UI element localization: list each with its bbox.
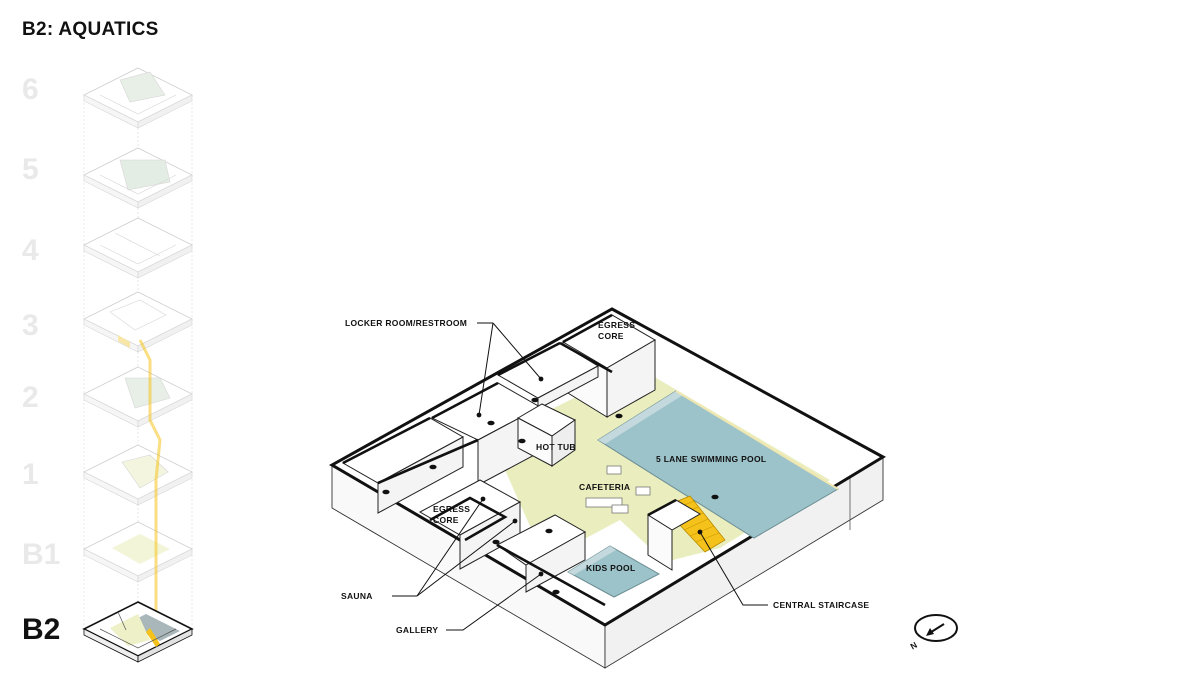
floor-stack <box>82 67 194 663</box>
floor-thumb-1[interactable] <box>83 444 193 506</box>
callout-sauna: SAUNA <box>341 496 518 601</box>
circulation-line <box>138 339 162 630</box>
floor-label-b1[interactable]: B1 <box>22 538 61 571</box>
callout-gallery-text: GALLERY <box>396 625 438 635</box>
label-egress-core-top-1: EGRESS <box>598 320 635 330</box>
floor-label-b2[interactable]: B2 <box>22 613 61 646</box>
floor-label-1[interactable]: 1 <box>22 458 39 491</box>
axonometric-plan <box>328 307 887 669</box>
label-egress-core-left-1: EGRESS <box>433 504 470 514</box>
label-egress-core-left-2: CORE <box>433 515 459 525</box>
label-cafeteria: CAFETERIA <box>579 482 630 492</box>
callout-locker-room-text: LOCKER ROOM/RESTROOM <box>345 318 467 328</box>
compass-north-label: N <box>909 640 920 652</box>
floor-label-6[interactable]: 6 <box>22 73 39 106</box>
callout-sauna-text: SAUNA <box>341 591 373 601</box>
floor-thumb-5[interactable] <box>83 147 193 209</box>
kids-pool[interactable] <box>567 545 661 598</box>
floor-thumb-2[interactable] <box>83 366 193 428</box>
north-compass-icon: N <box>909 614 958 652</box>
label-kids-pool: KIDS POOL <box>586 563 635 573</box>
callout-central-staircase: CENTRAL STAIRCASE <box>697 529 869 610</box>
cafeteria-furniture <box>585 465 651 514</box>
floor-thumb-3[interactable] <box>83 291 193 353</box>
label-swimming-pool: 5 LANE SWIMMING POOL <box>656 454 766 464</box>
floor-label-2[interactable]: 2 <box>22 381 39 414</box>
swimming-pool[interactable] <box>597 390 839 539</box>
floor-label-4[interactable]: 4 <box>22 234 39 267</box>
floor-thumb-b2[interactable] <box>82 601 194 663</box>
label-hot-tub: HOT TUB <box>536 442 576 452</box>
floor-label-5[interactable]: 5 <box>22 153 39 186</box>
callout-locker-room: LOCKER ROOM/RESTROOM <box>345 318 544 418</box>
floor-label-3[interactable]: 3 <box>22 309 39 342</box>
page-title: B2: AQUATICS <box>22 19 159 40</box>
label-egress-core-top-2: CORE <box>598 331 624 341</box>
floor-thumb-b1[interactable] <box>83 521 193 583</box>
callout-gallery: GALLERY <box>396 571 544 635</box>
floor-thumb-4[interactable] <box>83 217 193 279</box>
floor-thumb-6[interactable] <box>83 67 193 129</box>
callout-central-staircase-text: CENTRAL STAIRCASE <box>773 600 869 610</box>
columns <box>382 397 719 595</box>
